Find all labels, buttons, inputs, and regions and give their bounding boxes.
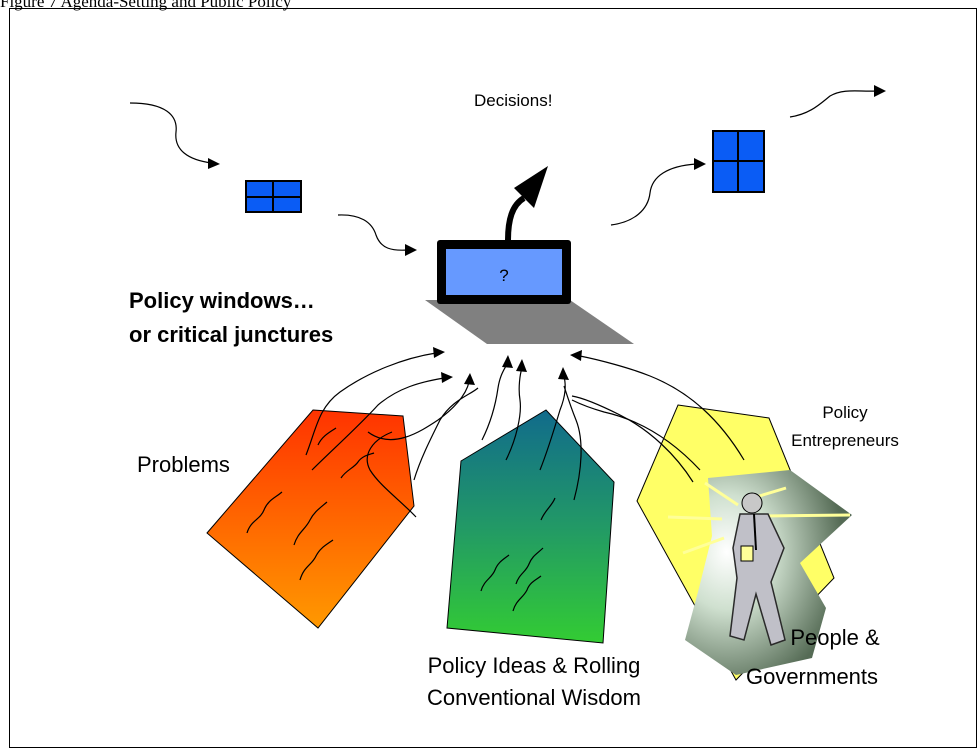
stream-arrowheads — [433, 347, 582, 385]
top-flow-arrowheads — [208, 85, 886, 256]
window-shadow — [425, 300, 634, 344]
policy-ideas-label-line1: Policy Ideas & Rolling — [428, 653, 641, 678]
top-flow-arrows — [129, 90, 877, 251]
problems-squiggles — [246, 427, 375, 581]
open-window-icon — [712, 130, 765, 193]
window-question-mark: ? — [499, 266, 508, 285]
people-governments-label-line2: Governments — [746, 664, 878, 689]
curved-arrow-up-icon — [505, 166, 548, 241]
policy-entrepreneurs-label-line2: Entrepreneurs — [791, 431, 899, 450]
decisions-label: Decisions! — [474, 91, 552, 110]
policy-ideas-label-line2: Conventional Wisdom — [427, 685, 641, 710]
people-governments-label-line1: People & — [790, 625, 880, 650]
small-window-icon — [245, 180, 302, 213]
policy-windows-label: Policy windows… — [129, 288, 315, 313]
problems-label: Problems — [137, 452, 230, 477]
figure-caption: Figure 7 Agenda-Setting and Public Polic… — [0, 0, 292, 11]
policy-ideas-tag — [446, 409, 615, 644]
policy-entrepreneurs-label-line1: Policy — [822, 403, 868, 422]
policy-window-icon — [437, 240, 571, 304]
ideas-squiggles — [480, 497, 556, 612]
entrepreneur-clipart — [667, 470, 852, 675]
stream-arrows — [305, 352, 745, 518]
critical-junctures-label: or critical junctures — [129, 322, 333, 347]
